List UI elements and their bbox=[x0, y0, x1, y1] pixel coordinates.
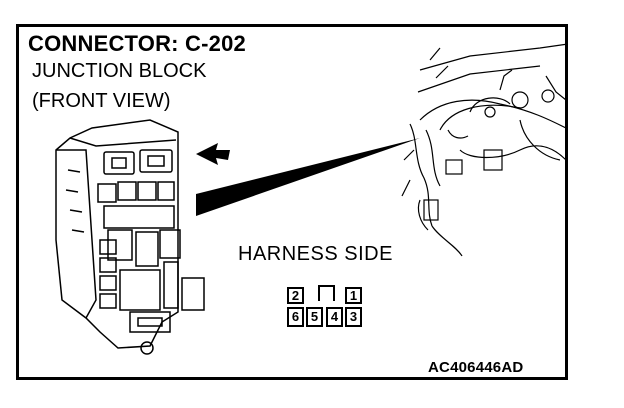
connector-title: CONNECTOR: C-202 bbox=[28, 31, 246, 56]
dashboard-wiring-illustration bbox=[401, 43, 569, 257]
figure-code: AC406446AD bbox=[428, 359, 524, 376]
junction-block-illustration bbox=[55, 119, 205, 355]
view-label: (FRONT VIEW) bbox=[32, 90, 171, 112]
connector-key bbox=[318, 285, 335, 301]
pin-top-right: 1 bbox=[345, 287, 362, 304]
pin-6: 6 bbox=[287, 307, 304, 327]
pin-3: 3 bbox=[345, 307, 362, 327]
component-name: JUNCTION BLOCK bbox=[32, 60, 207, 82]
leader-wedge bbox=[196, 138, 420, 216]
figure-frame bbox=[16, 24, 568, 380]
pin-5: 5 bbox=[306, 307, 323, 327]
harness-side-label: HARNESS SIDE bbox=[238, 243, 393, 265]
pin-4: 4 bbox=[326, 307, 343, 327]
pin-top-left: 2 bbox=[287, 287, 304, 304]
pointer-arrow bbox=[196, 143, 230, 165]
